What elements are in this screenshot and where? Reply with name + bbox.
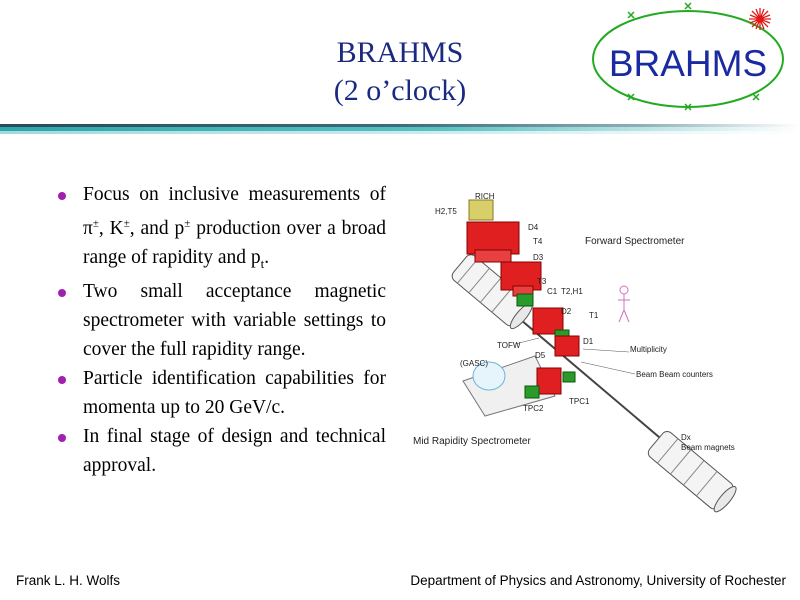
brahms-logo: BRAHMS	[592, 2, 784, 111]
slide-title: BRAHMS (2 o’clock)	[250, 34, 550, 110]
label-t3: T3	[537, 277, 547, 286]
slide-title-line1: BRAHMS	[336, 36, 464, 69]
bullet-text: Two small acceptance magnetic spectromet…	[83, 281, 386, 361]
tpc2-box	[524, 385, 540, 399]
bullet-dot-icon	[58, 289, 66, 298]
label-d2: D2	[561, 307, 572, 316]
label-beam-magnets: Beam magnets	[681, 443, 735, 452]
c1-box	[516, 293, 534, 307]
label-t2h1: T2,H1	[561, 287, 583, 296]
label-c1: C1	[547, 287, 558, 296]
label-d5: D5	[535, 351, 546, 360]
label-d1: D1	[583, 337, 594, 346]
person-scale-figure	[618, 285, 630, 323]
bullet-item: Two small acceptance magnetic spectromet…	[56, 277, 386, 364]
bullet-dot-icon	[58, 376, 66, 385]
bullet-item: In final stage of design and technical a…	[56, 422, 386, 480]
label-tpc2: TPC2	[523, 404, 544, 413]
footer-author: Frank L. H. Wolfs	[16, 573, 121, 588]
title-divider	[0, 124, 800, 136]
bullet-text: In final stage of design and technical a…	[83, 426, 386, 477]
d4-magnet	[466, 221, 520, 255]
label-tpc1: TPC1	[569, 397, 590, 406]
bullet-dot-icon	[58, 434, 66, 443]
tofw-wall	[462, 355, 556, 417]
right-beam-magnet	[647, 431, 737, 513]
logo-text: BRAHMS	[609, 43, 767, 84]
label-multiplicity: Multiplicity	[630, 345, 667, 354]
t4-block	[474, 249, 512, 263]
logo-markers	[627, 2, 760, 111]
tpc1-box	[562, 371, 576, 383]
label-h2t5: H2,T5	[435, 207, 457, 216]
bullet-dot-icon	[58, 192, 66, 200]
rich-box	[468, 199, 494, 221]
brahms-detector-diagram: H2,T5 RICH D4 T4 D3 T3 C1 T2,H1 D2 T1 D1…	[413, 192, 737, 513]
label-rich: RICH	[475, 192, 495, 201]
bullet-item: Particle identification capabilities for…	[56, 364, 386, 422]
bullet-text: Focus on inclusive measurements of π±, K…	[83, 184, 386, 271]
label-gasc: (GASC)	[460, 359, 488, 368]
label-forward: Forward Spectrometer	[585, 236, 685, 247]
logo-burst-icon	[749, 8, 771, 30]
label-d4: D4	[528, 223, 539, 232]
d1-magnet	[554, 335, 580, 357]
label-d3: D3	[533, 253, 544, 262]
bullet-text: Particle identification capabilities for…	[83, 368, 386, 419]
bullet-list: Focus on inclusive measurements of π±, K…	[56, 180, 386, 480]
left-beam-magnet	[451, 254, 533, 330]
label-t4: T4	[533, 237, 543, 246]
footer-affiliation: Department of Physics and Astronomy, Uni…	[410, 573, 786, 588]
bullet-item: Focus on inclusive measurements of π±, K…	[56, 180, 386, 277]
label-midrap: Mid Rapidity Spectrometer	[413, 436, 531, 447]
slide-title-line2: (2 o’clock)	[333, 74, 467, 107]
label-dx: Dx	[681, 433, 691, 442]
d3-magnet	[500, 261, 542, 291]
label-tofw: TOFW	[497, 341, 521, 350]
gasc-detector	[472, 361, 506, 391]
label-bbc: Beam Beam counters	[636, 370, 713, 379]
d5-magnet	[536, 367, 562, 395]
label-t1: T1	[589, 311, 599, 320]
